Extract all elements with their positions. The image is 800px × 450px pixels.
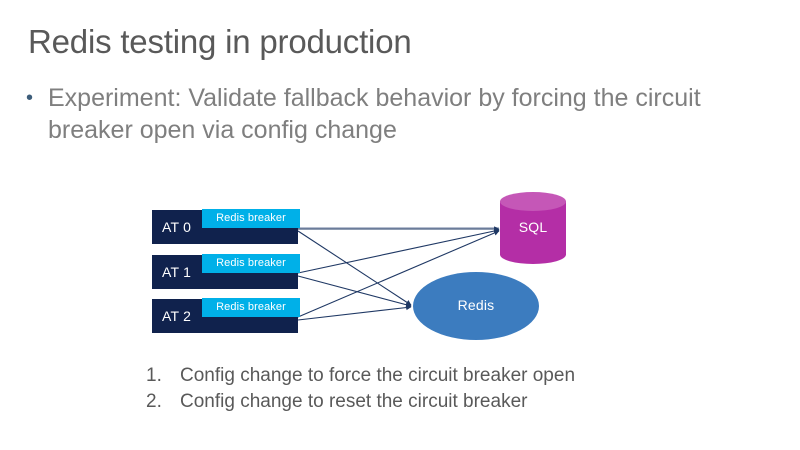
connector-at0-to-redis	[297, 230, 412, 306]
at-node-0-breaker-label: Redis breaker	[216, 212, 286, 224]
sql-node-label: SQL	[518, 219, 548, 235]
cylinder-body-icon	[500, 201, 566, 255]
step-1-number: 1.	[146, 365, 162, 386]
step-item-2: 2. Config change to reset the circuit br…	[146, 389, 746, 415]
redis-cache-node: Redis	[413, 272, 539, 340]
at-node-1: AT 1 Redis breaker	[152, 254, 300, 289]
numbered-step-list: 1. Config change to force the circuit br…	[146, 363, 746, 415]
at-node-2-label: AT 2	[162, 308, 192, 324]
at-node-1-breaker-label: Redis breaker	[216, 257, 286, 269]
bullet-marker-icon: •	[26, 87, 34, 109]
sql-database-node: SQL	[500, 192, 566, 264]
at-node-0-label: AT 0	[162, 219, 192, 235]
step-2-number: 2.	[146, 391, 162, 412]
bullet-item: • Experiment: Validate fallback behavior…	[22, 82, 782, 146]
at-node-0-breaker: Redis breaker	[202, 209, 300, 228]
at-node-0: AT 0 Redis breaker	[152, 209, 300, 244]
at-node-2-breaker-label: Redis breaker	[216, 301, 286, 313]
at-node-1-label: AT 1	[162, 264, 192, 280]
step-2-text: Config change to reset the circuit break…	[180, 391, 528, 412]
at-node-1-breaker: Redis breaker	[202, 254, 300, 273]
bullet-text: Experiment: Validate fallback behavior b…	[48, 84, 701, 144]
at-node-2: AT 2 Redis breaker	[152, 298, 300, 333]
cylinder-top-icon	[500, 192, 566, 211]
step-item-1: 1. Config change to force the circuit br…	[146, 363, 746, 389]
connector-at2-to-sql	[297, 230, 500, 318]
at-node-2-breaker: Redis breaker	[202, 298, 300, 317]
page-title: Redis testing in production	[28, 23, 412, 60]
redis-node-label: Redis	[457, 297, 495, 313]
connector-at2-to-redis	[297, 304, 412, 321]
bullet-list: • Experiment: Validate fallback behavior…	[22, 82, 782, 146]
cylinder-bottom-icon	[500, 245, 566, 264]
connector-at1-to-sql	[297, 228, 500, 274]
connector-at1-to-redis	[297, 275, 412, 308]
step-1-text: Config change to force the circuit break…	[180, 365, 576, 386]
